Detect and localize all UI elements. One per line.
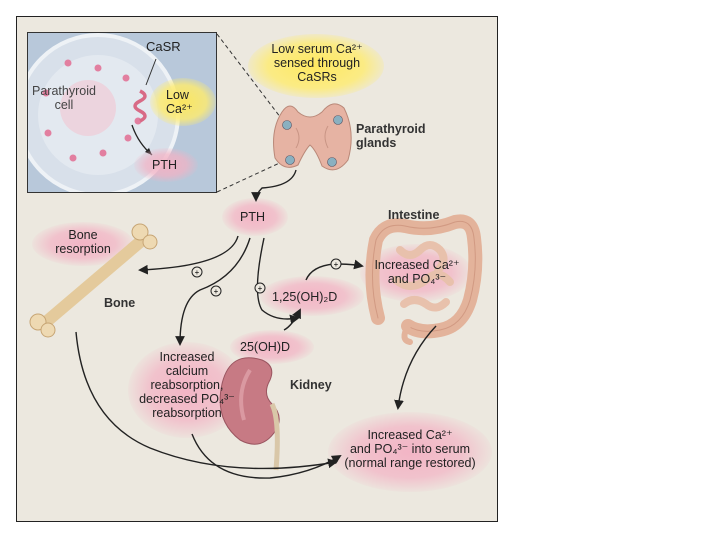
stimulation-markers: + + + + (191, 258, 342, 297)
intestine-icon (365, 214, 483, 345)
arrow-glands-to-pth (251, 169, 297, 202)
arrow-kidney-to-serum (191, 433, 342, 479)
intestine-output-label: Increased Ca²⁺ and PO₄³⁻ (374, 258, 460, 286)
serum-restored-highlight (328, 412, 492, 492)
pth-main-label: PTH (240, 210, 265, 224)
vit-d-precursor-label: 25(OH)D (240, 340, 291, 354)
arrow-pth-to-bone (138, 235, 239, 275)
arrow-bone-to-serum (75, 331, 338, 470)
casr-receptor-icon (133, 89, 147, 123)
vit-d-active-label: 1,25(OH)₂D (272, 290, 338, 304)
parathyroid-glands-label: Parathyroid glands (356, 122, 426, 150)
reabsorption-label: Increased calcium reabsorption, decrease… (139, 350, 235, 420)
pth-inset-highlight (134, 148, 198, 182)
low-ca-label: Low Ca²⁺ (166, 88, 193, 116)
serum-restored-label: Increased Ca²⁺ and PO₄³⁻ into serum (nor… (344, 428, 476, 470)
marker-vitd: + (258, 284, 263, 293)
kidney-icon (219, 357, 280, 471)
arrows (75, 169, 437, 479)
bone-icon (29, 223, 158, 338)
zoom-line-bottom (216, 159, 287, 193)
low-serum-highlight (248, 34, 384, 98)
marker-kidney: + (214, 287, 219, 296)
intestine-label: Intestine (388, 208, 440, 222)
vesicles (42, 59, 142, 162)
low-serum-label: Low serum Ca²⁺ sensed through CaSRs (271, 42, 363, 84)
parathyroid-cell-inset (27, 32, 217, 193)
pth-main-highlight (222, 198, 288, 236)
parathyroid-cell-label: Parathyroid cell (32, 84, 96, 112)
arrow-intestine-to-serum (394, 325, 437, 410)
arrow-precursor-to-active (283, 308, 301, 331)
pth-inset-label: PTH (152, 158, 177, 172)
bone-label: Bone (104, 296, 136, 310)
marker-intestine: + (334, 260, 339, 269)
zoom-line-top (216, 33, 285, 123)
marker-bone: + (195, 268, 200, 277)
bone-resorption-label: Bone resorption (55, 228, 111, 256)
arrow-pth-to-vitd (256, 237, 300, 325)
casr-label: CaSR (146, 39, 181, 54)
vit-d-active-highlight (260, 276, 364, 316)
parathyroid-glands-icon (273, 103, 352, 171)
arrow-pth-to-kidney (175, 237, 251, 346)
kidney-label: Kidney (290, 378, 332, 392)
inset-drawing (28, 33, 180, 192)
low-ca-highlight (150, 78, 216, 126)
